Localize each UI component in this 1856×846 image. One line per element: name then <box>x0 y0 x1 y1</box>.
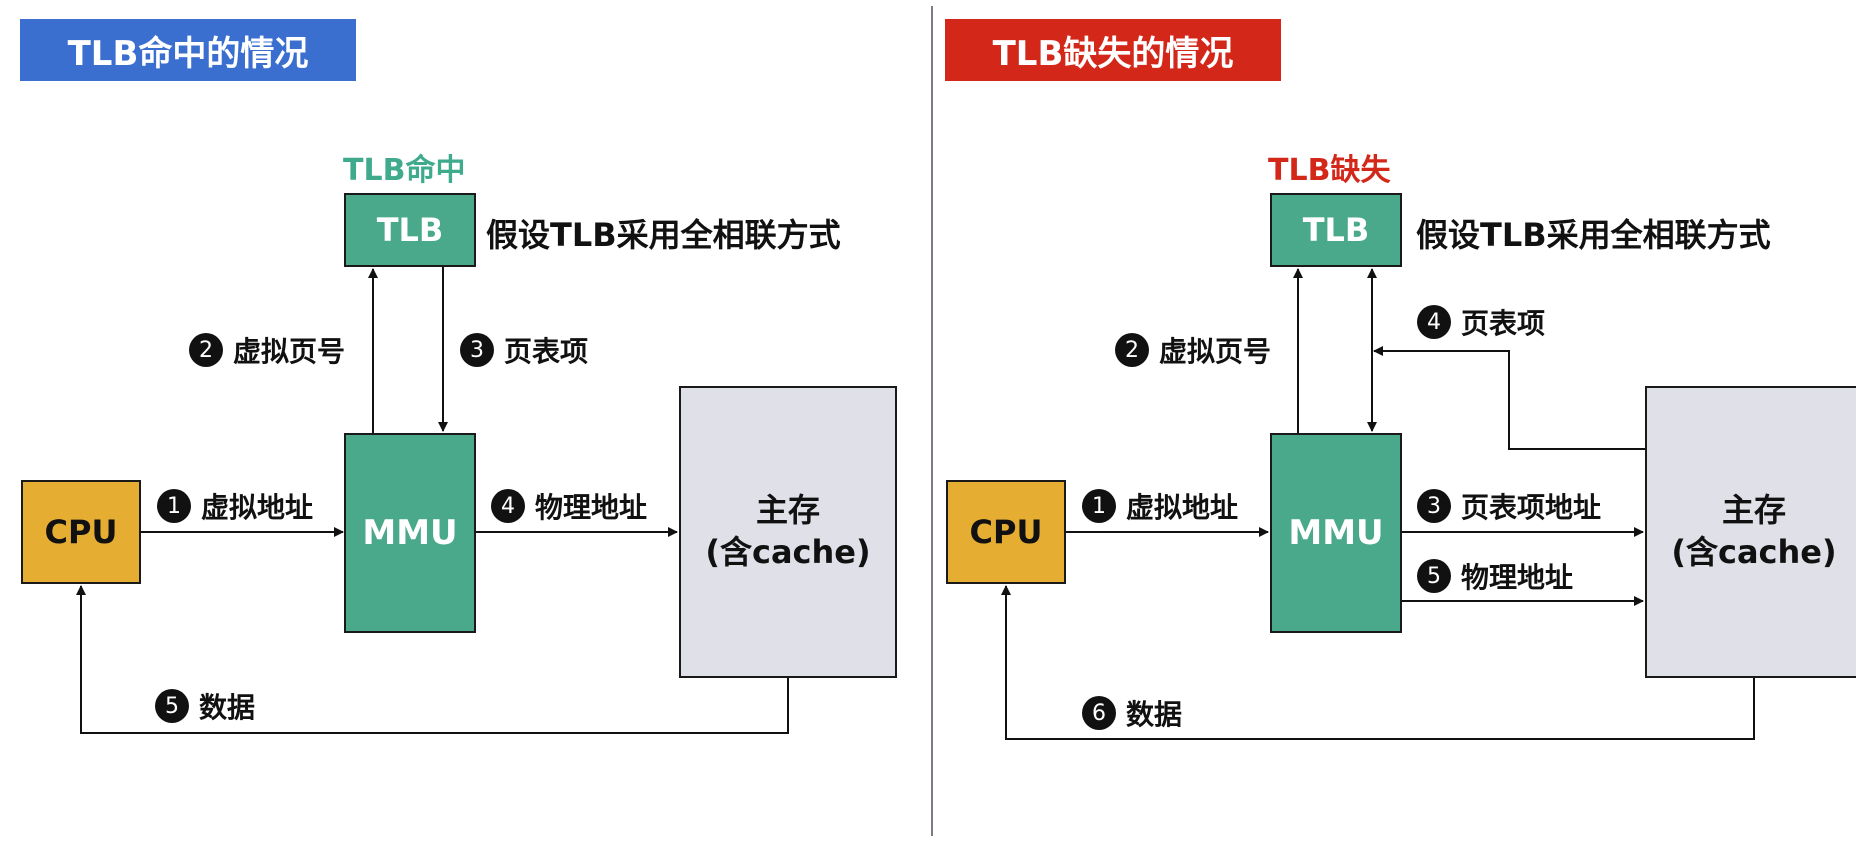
tlb-miss-header: TLB缺失的情况 <box>945 19 1281 81</box>
memory-sublabel: (含cache) <box>1671 533 1837 571</box>
main-memory-box: 主存 (含cache) <box>679 386 897 678</box>
step-text: 物理地址 <box>1461 561 1574 594</box>
step-number-badge: 1 <box>1082 489 1116 523</box>
step-text: 虚拟页号 <box>1159 335 1272 368</box>
tlb-box: TLB <box>1270 193 1402 267</box>
mmu-box: MMU <box>1270 433 1402 633</box>
panel-divider <box>931 6 933 836</box>
step-6-label: 6 数据 <box>1082 693 1182 733</box>
tlb-hit-tag: TLB命中 <box>343 153 466 188</box>
step-4-label: 4 物理地址 <box>491 486 647 526</box>
step-text: 虚拟地址 <box>201 491 314 524</box>
step-3-label: 3 页表项 <box>460 330 588 370</box>
step-text: 物理地址 <box>535 491 648 524</box>
step-1-label: 1 虚拟地址 <box>1082 486 1238 526</box>
cpu-box: CPU <box>21 480 141 584</box>
tlb-hit-header: TLB命中的情况 <box>20 19 356 81</box>
mmu-box: MMU <box>344 433 476 633</box>
step-number-badge: 3 <box>460 333 494 367</box>
step-text: 虚拟地址 <box>1126 491 1239 524</box>
step-number-badge: 3 <box>1417 489 1451 523</box>
step-text: 页表项 <box>504 335 589 368</box>
step-number-badge: 2 <box>189 333 223 367</box>
step-text: 页表项地址 <box>1461 491 1602 524</box>
step-3-label: 3 页表项地址 <box>1417 486 1601 526</box>
assumption-note: 假设TLB采用全相联方式 <box>486 216 841 254</box>
memory-sublabel: (含cache) <box>705 533 871 571</box>
arrow-memory-to-cpu <box>76 585 789 734</box>
step-2-label: 2 虚拟页号 <box>189 330 345 370</box>
step-number-badge: 5 <box>155 689 189 723</box>
memory-label: 主存 <box>1721 491 1786 530</box>
memory-label: 主存 <box>755 491 820 530</box>
step-text: 数据 <box>1126 698 1183 731</box>
step-text: 页表项 <box>1461 307 1546 340</box>
step-number-badge: 5 <box>1417 559 1451 593</box>
step-5-label: 5 物理地址 <box>1417 556 1573 596</box>
arrow-memory-to-entry-miss <box>1373 346 1645 450</box>
arrow-memory-to-cpu-miss <box>1001 585 1755 740</box>
step-2-label: 2 虚拟页号 <box>1115 330 1271 370</box>
step-4-label: 4 页表项 <box>1417 302 1545 342</box>
step-number-badge: 6 <box>1082 696 1116 730</box>
step-text: 数据 <box>199 691 256 724</box>
cpu-box: CPU <box>946 480 1066 584</box>
tlb-box: TLB <box>344 193 476 267</box>
step-text: 虚拟页号 <box>233 335 346 368</box>
step-number-badge: 4 <box>491 489 525 523</box>
step-number-badge: 2 <box>1115 333 1149 367</box>
step-5-label: 5 数据 <box>155 686 255 726</box>
main-memory-box: 主存 (含cache) <box>1645 386 1856 678</box>
tlb-miss-tag: TLB缺失 <box>1268 153 1391 188</box>
step-number-badge: 1 <box>157 489 191 523</box>
step-number-badge: 4 <box>1417 305 1451 339</box>
assumption-note: 假设TLB采用全相联方式 <box>1416 216 1771 254</box>
step-1-label: 1 虚拟地址 <box>157 486 313 526</box>
